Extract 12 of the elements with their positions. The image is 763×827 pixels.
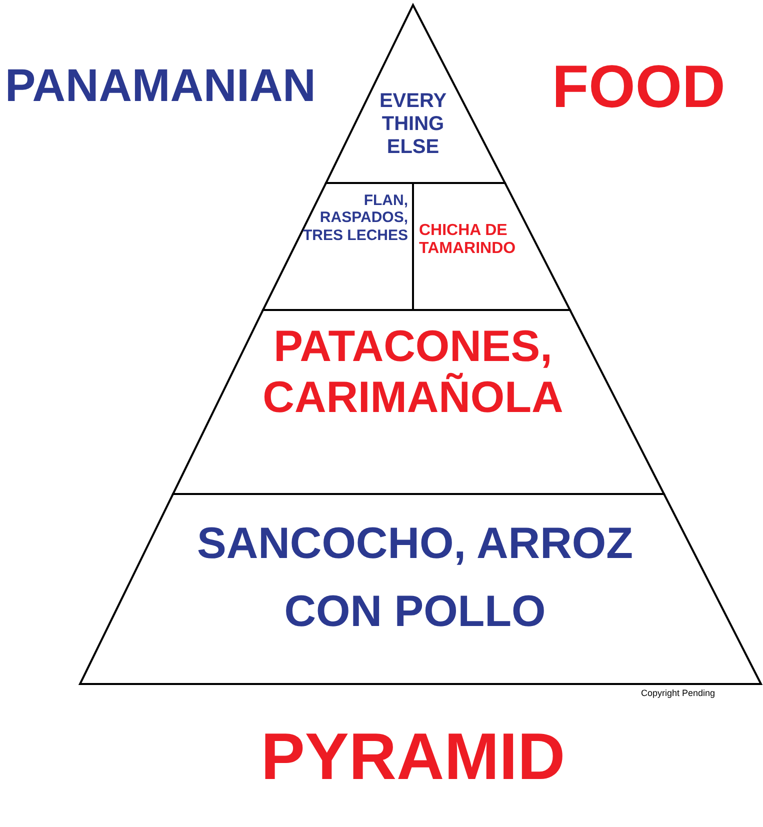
pyramid-tier	[326, 5, 505, 183]
title-word: PANAMANIAN	[5, 58, 316, 112]
tier-label: FLAN, RASPADOS, TRES LECHES	[302, 192, 408, 244]
pyramid-tier	[173, 310, 664, 494]
title-word: PYRAMID	[260, 718, 566, 794]
tier-label: SANCOCHO, ARROZ CON POLLO	[196, 518, 634, 638]
tier-label: CHICHA DE TAMARINDO	[419, 222, 517, 259]
pyramid-tier	[80, 494, 761, 684]
tier-label: EVERY THING ELSE	[378, 90, 448, 159]
title-word: FOOD	[552, 52, 726, 121]
copyright-note: Copyright Pending	[641, 688, 716, 698]
tier-label: PATACONES, CARIMAÑOLA	[262, 322, 564, 424]
